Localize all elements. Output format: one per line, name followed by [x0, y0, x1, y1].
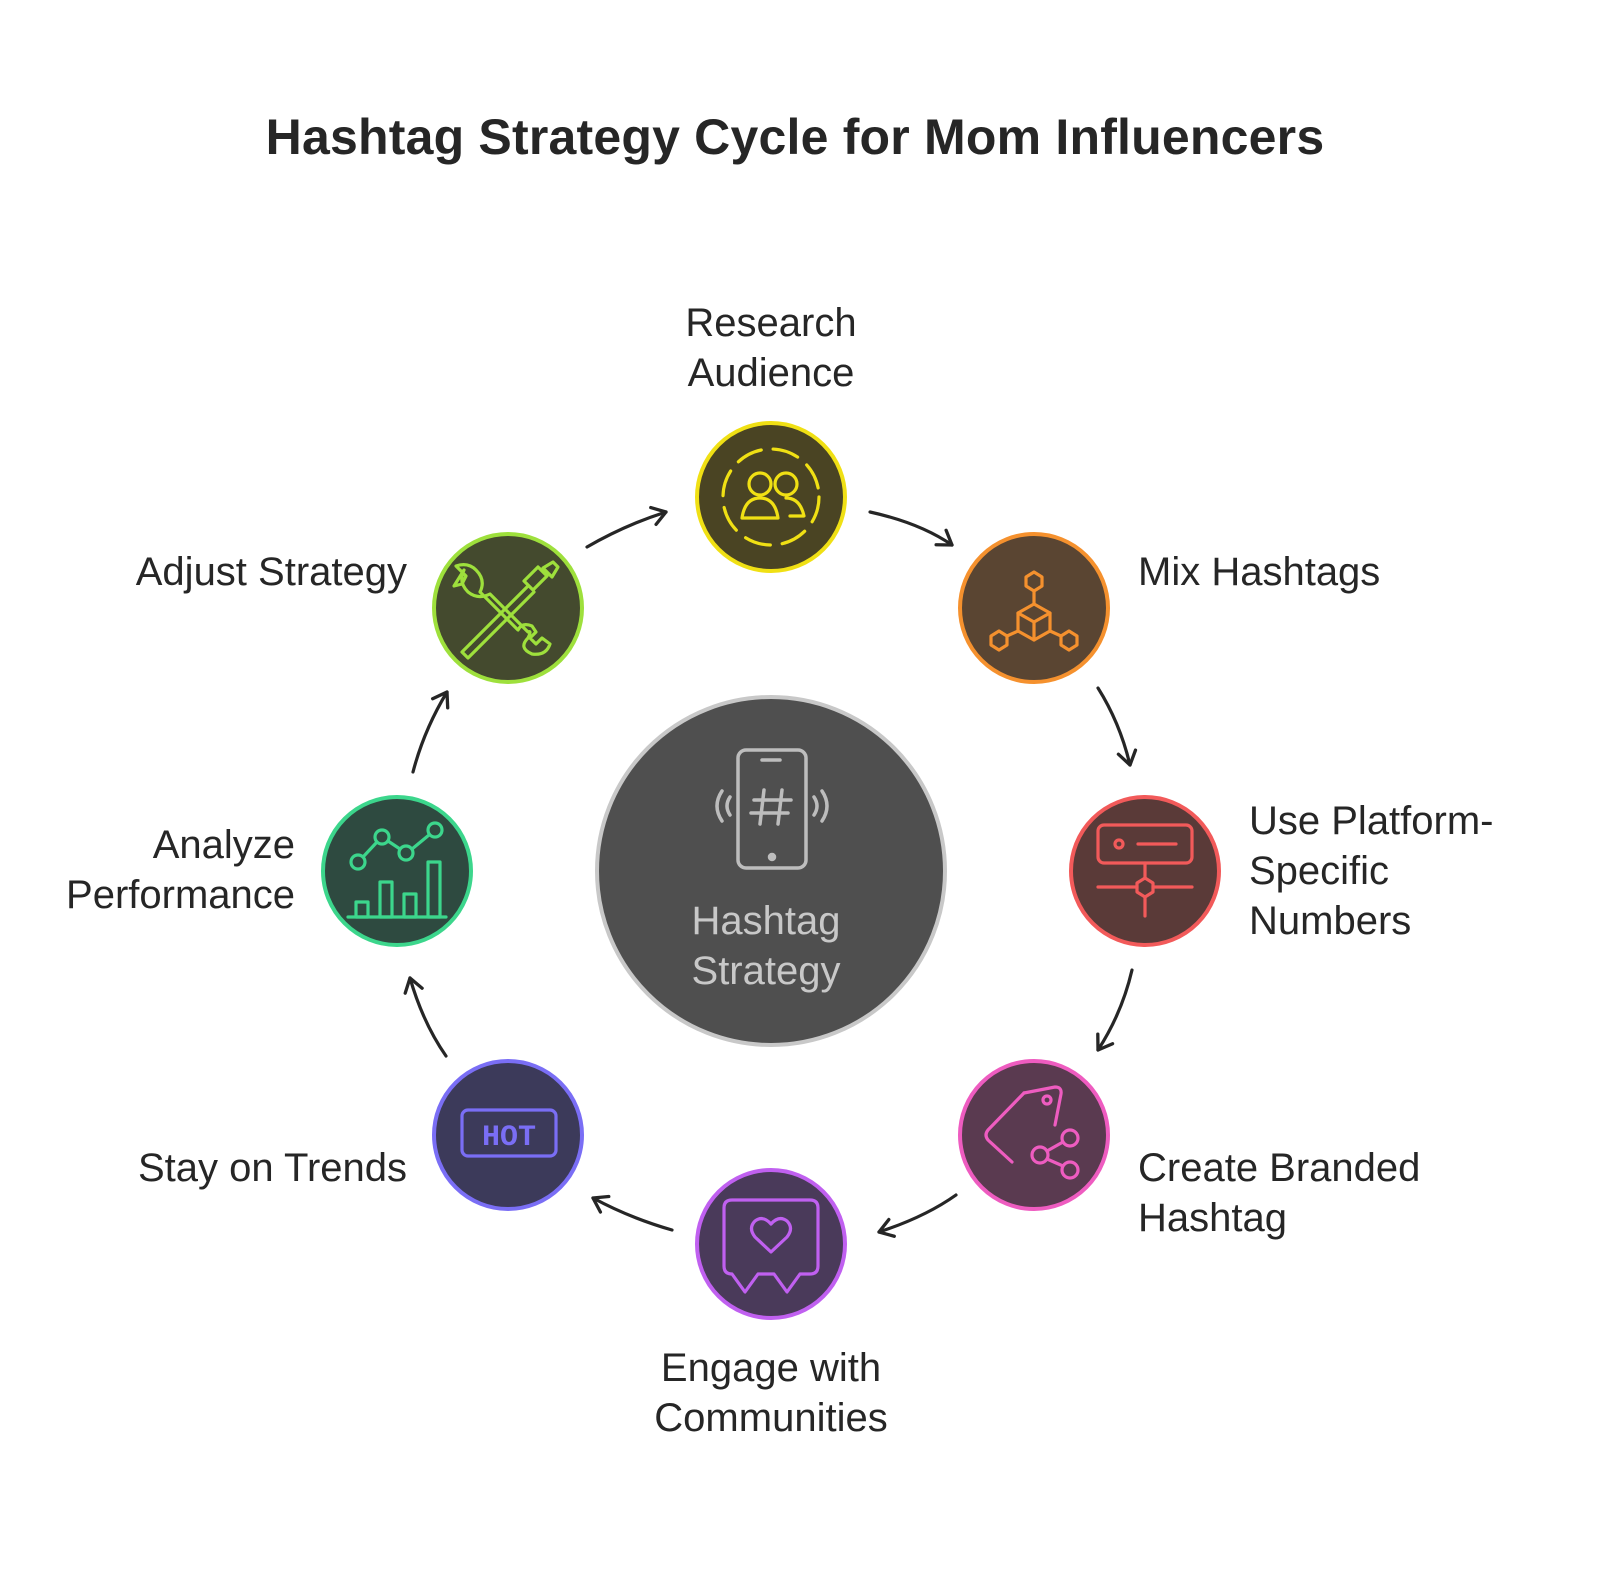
arrow-platform-to-branded — [1096, 968, 1134, 1052]
label-create-branded-hashtag: Create Branded Hashtag — [1138, 1143, 1420, 1243]
label-adjust-strategy: Adjust Strategy — [60, 547, 407, 597]
arrow-engage-to-trends — [591, 1194, 674, 1232]
label-mix-hashtags: Mix Hashtags — [1138, 547, 1380, 597]
node-mix-hashtags — [958, 532, 1110, 684]
node-engage-with-communities — [695, 1168, 847, 1320]
diagram-title: Hashtag Strategy Cycle for Mom Influence… — [265, 109, 1325, 165]
heart-chat-icon — [722, 1198, 820, 1294]
server-settings-icon — [1096, 823, 1194, 918]
label-line: Research — [685, 301, 857, 345]
node-adjust-strategy — [432, 532, 584, 684]
hot-badge-icon: HOT — [460, 1108, 558, 1158]
center-node: Hashtag Strategy — [595, 695, 947, 1047]
arrow-branded-to-engage — [877, 1193, 958, 1238]
arrow-mix-to-platform — [1096, 686, 1138, 767]
label-line: Engage with — [660, 1346, 882, 1390]
hot-badge-text: HOT — [482, 1121, 536, 1155]
chart-icon — [346, 821, 448, 919]
label-line: Numbers — [1249, 899, 1412, 943]
hexagon-network-icon — [989, 570, 1079, 652]
node-stay-on-trends: HOT — [432, 1059, 584, 1211]
label-line: Performance — [66, 873, 295, 917]
node-create-branded-hashtag — [958, 1059, 1110, 1211]
tag-share-icon — [984, 1085, 1080, 1180]
label-analyze-performance: Analyze Performance — [30, 820, 295, 920]
label-line: Adjust Strategy — [135, 550, 407, 594]
label-line: Hashtag — [1138, 1196, 1287, 1240]
label-line: Mix Hashtags — [1138, 550, 1381, 594]
label-line: Audience — [687, 351, 855, 395]
label-line: Specific — [1249, 849, 1390, 893]
label-research-audience: Research Audience — [616, 298, 926, 398]
label-line: Analyze — [152, 823, 295, 867]
label-stay-on-trends: Stay on Trends — [60, 1143, 407, 1193]
label-use-platform-specific-numbers: Use Platform- Specific Numbers — [1249, 796, 1494, 946]
node-research-audience — [695, 421, 847, 573]
tools-icon — [452, 560, 560, 660]
label-line: Communities — [654, 1396, 888, 1440]
node-use-platform-specific-numbers — [1069, 795, 1221, 947]
label-line: Use Platform- — [1249, 799, 1494, 843]
arrow-analyze-to-adjust — [411, 690, 450, 774]
arrow-adjust-to-research — [585, 505, 668, 549]
center-label-line2: Strategy — [692, 949, 841, 993]
phone-hashtag-icon — [715, 748, 829, 870]
arrow-trends-to-analyze — [403, 976, 448, 1058]
users-icon — [721, 447, 821, 547]
label-line: Stay on Trends — [137, 1146, 407, 1190]
arrow-research-to-mix — [868, 510, 954, 547]
label-line: Create Branded — [1138, 1146, 1421, 1190]
cycle-arrows — [403, 505, 1138, 1238]
center-label-line1: Hashtag — [692, 899, 841, 943]
node-analyze-performance — [321, 795, 473, 947]
label-engage-with-communities: Engage with Communities — [606, 1343, 936, 1443]
